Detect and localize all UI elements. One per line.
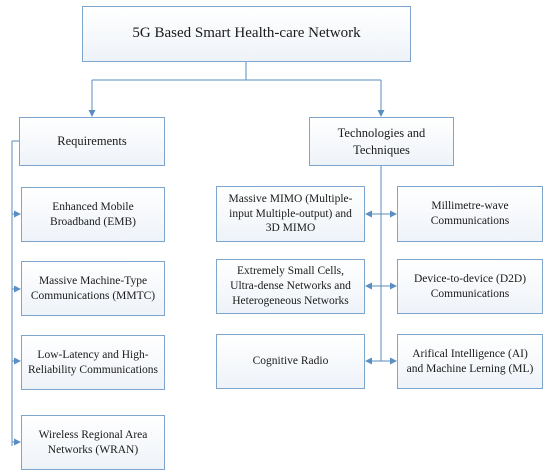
title-connector xyxy=(91,62,381,116)
diagram-title: 5G Based Smart Health-care Network xyxy=(82,6,411,62)
tech-cognitive-radio: Cognitive Radio xyxy=(216,334,365,389)
requirements-trunk xyxy=(11,140,19,446)
requirements-box: Requirements xyxy=(19,117,165,166)
requirement-wran: Wireless Regional Area Networks (WRAN) xyxy=(21,415,165,470)
tech-d2d: Device-to-device (D2D) Communications xyxy=(397,259,543,314)
requirement-mmtc: Massive Machine-Type Communications (MMT… xyxy=(21,261,165,316)
tech-massive-mimo: Massive MIMO (Multiple-input Multiple-ou… xyxy=(216,186,365,242)
requirement-emb: Enhanced Mobile Broadband (EMB) xyxy=(21,187,165,242)
tech-ai-ml: Arifical Intelligence (AI) and Machine L… xyxy=(397,334,543,389)
requirement-low-latency: Low-Latency and High-Reliability Communi… xyxy=(21,335,165,390)
tech-small-cells: Extremely Small Cells, Ultra-dense Netwo… xyxy=(216,259,365,314)
tech-millimetre-wave: Millimetre-wave Communications xyxy=(397,186,543,242)
technologies-box: Technologies and Techniques xyxy=(309,117,454,166)
